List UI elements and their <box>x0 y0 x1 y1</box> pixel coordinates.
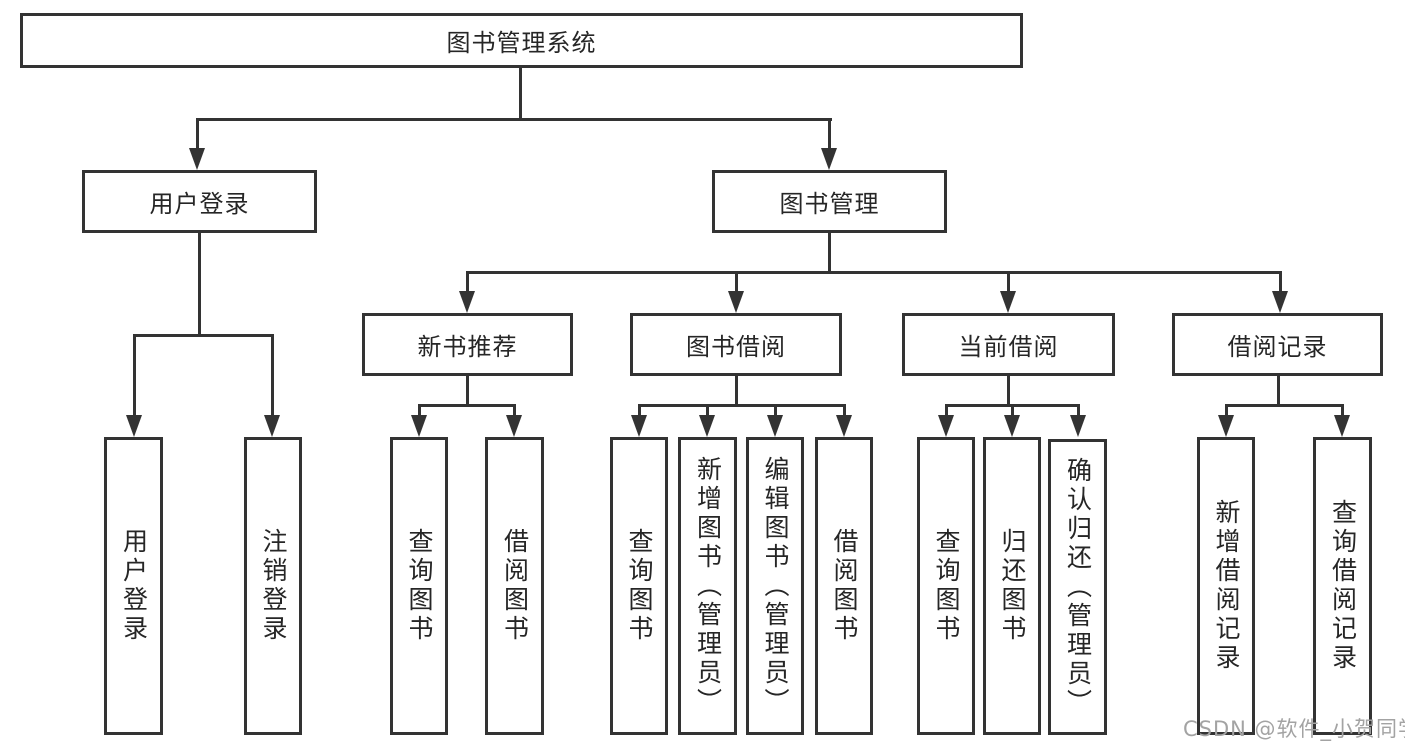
connector-shaft <box>843 404 846 418</box>
leaf-confirm-return-admin: 确认归还（管理员） <box>1048 439 1107 735</box>
leaf-return-books: 归还图书 <box>983 437 1041 735</box>
arrowhead-down-icon <box>1334 415 1350 437</box>
leaf-query-borrow-record: 查询借阅记录 <box>1313 437 1372 735</box>
connector-level2-branch <box>466 271 1282 274</box>
connector-user-login-branch <box>133 334 274 337</box>
node-label: 图书管理系统 <box>446 29 597 57</box>
connector-shaft <box>1007 271 1010 293</box>
leaf-query-books-3: 查询图书 <box>917 437 975 735</box>
node-new-book-recommendation: 新书推荐 <box>362 313 573 376</box>
leaf-label: 查询图书 <box>625 528 654 644</box>
connector-new-book-trunk <box>466 374 469 407</box>
leaf-label: 编辑图书（管理员） <box>761 455 790 717</box>
leaf-borrow-books-2: 借阅图书 <box>815 437 873 735</box>
leaf-label: 查询图书 <box>932 528 961 644</box>
arrowhead-down-icon <box>411 415 427 437</box>
arrowhead-down-icon <box>699 415 715 437</box>
arrowhead-down-icon <box>821 148 837 170</box>
connector-book-mgmt-trunk <box>828 231 831 274</box>
node-user-login: 用户登录 <box>82 170 317 233</box>
connector-shaft <box>1077 404 1080 418</box>
connector-shaft <box>774 404 777 418</box>
arrowhead-down-icon <box>1218 415 1234 437</box>
leaf-label: 借阅图书 <box>830 528 859 644</box>
arrowhead-down-icon <box>938 415 954 437</box>
node-label: 图书借阅 <box>686 333 786 361</box>
connector-shaft <box>638 404 641 418</box>
arrowhead-down-icon <box>836 415 852 437</box>
leaf-logout: 注销登录 <box>244 437 302 735</box>
leaf-query-books-2: 查询图书 <box>610 437 668 735</box>
connector-root-trunk <box>519 66 522 120</box>
leaf-add-books-admin: 新增图书（管理员） <box>678 437 737 735</box>
connector-shaft <box>1225 404 1228 418</box>
connector-shaft <box>828 118 831 151</box>
connector-new-book-branch <box>418 404 516 407</box>
node-label: 图书管理 <box>779 190 880 218</box>
leaf-label: 归还图书 <box>998 528 1027 644</box>
connector-shaft <box>706 404 709 418</box>
leaf-user-login: 用户登录 <box>104 437 163 735</box>
watermark: CSDN @软件_小贺同学 <box>1183 717 1405 741</box>
leaf-label: 借阅图书 <box>500 528 530 644</box>
connector-book-borrow-branch <box>638 404 846 407</box>
node-label: 借阅记录 <box>1227 333 1328 361</box>
leaf-label: 新增借阅记录 <box>1212 499 1241 673</box>
arrowhead-down-icon <box>126 415 142 437</box>
connector-shaft <box>1279 271 1282 293</box>
connector-shaft <box>1341 404 1344 418</box>
leaf-label: 查询借阅记录 <box>1328 499 1358 673</box>
leaf-query-books-1: 查询图书 <box>390 437 448 735</box>
connector-borrow-record-branch <box>1225 404 1344 407</box>
leaf-borrow-books-1: 借阅图书 <box>485 437 544 735</box>
arrowhead-down-icon <box>459 291 475 313</box>
leaf-edit-books-admin: 编辑图书（管理员） <box>746 437 804 735</box>
arrowhead-down-icon <box>1070 415 1086 437</box>
node-label: 新书推荐 <box>417 333 518 361</box>
leaf-label: 确认归还（管理员） <box>1063 456 1093 718</box>
arrowhead-down-icon <box>1004 415 1020 437</box>
connector-shaft <box>1011 404 1014 418</box>
leaf-add-borrow-record: 新增借阅记录 <box>1197 437 1255 735</box>
arrowhead-down-icon <box>1272 291 1288 313</box>
node-library-management-system: 图书管理系统 <box>20 13 1023 68</box>
node-book-management: 图书管理 <box>712 170 947 233</box>
connector-shaft <box>418 404 421 418</box>
connector-level1-branch <box>196 118 832 121</box>
connector-shaft <box>513 404 516 418</box>
connector-shaft <box>271 334 274 417</box>
node-label: 当前借阅 <box>958 333 1059 361</box>
leaf-label: 查询图书 <box>405 528 434 644</box>
leaf-label: 新增图书（管理员） <box>693 455 723 717</box>
connector-current-borrow-trunk <box>1007 374 1010 407</box>
arrowhead-down-icon <box>189 148 205 170</box>
arrowhead-down-icon <box>631 415 647 437</box>
node-book-borrowing: 图书借阅 <box>630 313 842 376</box>
arrowhead-down-icon <box>767 415 783 437</box>
arrowhead-down-icon <box>728 291 744 313</box>
node-label: 用户登录 <box>149 190 250 218</box>
arrowhead-down-icon <box>506 415 522 437</box>
leaf-label: 注销登录 <box>259 528 288 644</box>
connector-user-login-trunk <box>198 231 201 337</box>
connector-shaft <box>945 404 948 418</box>
connector-shaft <box>466 271 469 293</box>
arrowhead-down-icon <box>1000 291 1016 313</box>
leaf-label: 用户登录 <box>119 528 149 644</box>
node-borrowing-records: 借阅记录 <box>1172 313 1383 376</box>
connector-shaft <box>735 271 738 293</box>
node-current-borrowing: 当前借阅 <box>902 313 1115 376</box>
connector-shaft <box>196 118 199 151</box>
connector-book-borrow-trunk <box>735 374 738 407</box>
connector-borrow-record-trunk <box>1277 374 1280 407</box>
arrowhead-down-icon <box>264 415 280 437</box>
connector-shaft <box>133 334 136 417</box>
